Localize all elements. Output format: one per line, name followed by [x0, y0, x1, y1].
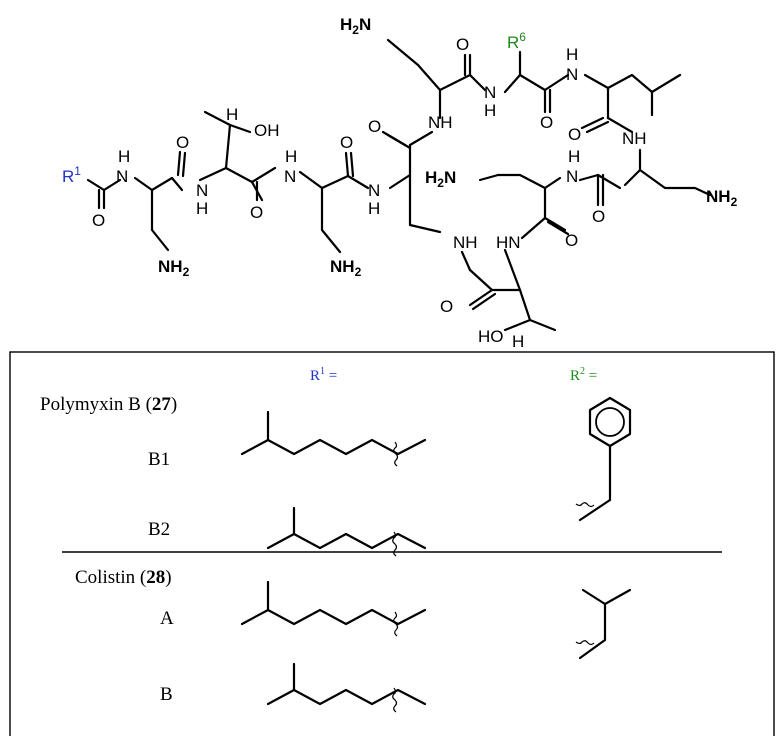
thr2-h-top: H	[226, 105, 238, 124]
dab8-nh: NH	[622, 129, 647, 148]
dab3-nh2: NH2	[330, 257, 362, 279]
r2-isobutyl	[575, 588, 632, 660]
dab1-h: H	[118, 147, 130, 166]
r1-label: R1	[62, 164, 81, 186]
dab5-h2n: H2N	[340, 15, 371, 37]
dab8-o: O	[592, 207, 605, 226]
dab5-o: O	[456, 35, 469, 54]
table-frame	[9, 351, 775, 736]
r6res-h: H	[484, 101, 496, 120]
r1-chain-b2	[266, 506, 427, 557]
molecule-labels: R1 H N O O NH2 N H H OH O H N O NH2 N H …	[62, 15, 738, 351]
dab1-o: O	[176, 133, 189, 152]
dab9-o: O	[565, 231, 578, 250]
dab9-n: N	[566, 167, 578, 186]
leu7-o: O	[568, 125, 581, 144]
acyl-o: O	[92, 211, 105, 230]
r1-chain-b	[266, 662, 427, 713]
thr2-o: O	[250, 203, 263, 222]
r6res-n: N	[484, 83, 496, 102]
r1-column-header: R1 =	[310, 366, 337, 384]
thr2-oh: OH	[254, 121, 280, 140]
substituent-table: R1 = R2 = Polymyxin B (27) B1 B2 Colisti…	[9, 351, 775, 736]
dab4-o: O	[368, 117, 381, 136]
polymyxin-b-group-label: Polymyxin B (27)	[40, 394, 177, 415]
row-b2-label: B2	[148, 519, 170, 540]
colistin-group-label: Colistin (28)	[75, 567, 172, 588]
r6-label: R6	[507, 30, 526, 52]
dab3-n: N	[284, 167, 296, 186]
dab9-h: H	[568, 147, 580, 166]
dab4-h: H	[368, 199, 380, 218]
r6res-o: O	[540, 113, 553, 132]
leu7-n: N	[566, 65, 578, 84]
thr2-n: N	[196, 181, 208, 200]
dab4-n: N	[368, 181, 380, 200]
r2-column-header: R2 =	[570, 366, 597, 384]
dab3-o: O	[340, 133, 353, 152]
r1-chain-a	[240, 580, 427, 637]
dab8-nh2: NH2	[706, 187, 738, 209]
dab1-nh2: NH2	[158, 257, 190, 279]
row-a-label: A	[160, 608, 174, 629]
thr2-h: H	[196, 199, 208, 218]
row-b1-label: B1	[148, 449, 170, 470]
dab1-n: N	[116, 167, 128, 186]
dab3-h: H	[285, 147, 297, 166]
r2-benzyl	[575, 396, 632, 522]
r1-chain-b1	[240, 410, 427, 467]
row-b-label: B	[160, 684, 173, 705]
dab9-h2n: H2N	[425, 168, 456, 190]
molecule-bonds	[86, 38, 712, 332]
dab4-side-nh: NH	[453, 233, 478, 252]
thr10-ho: HO	[478, 327, 504, 346]
leu7-h: H	[566, 45, 578, 64]
dab5-nh: NH	[428, 113, 453, 132]
thr10-h: H	[512, 332, 524, 351]
thr10-hn: HN	[496, 233, 521, 252]
thr10-o: O	[440, 297, 453, 316]
